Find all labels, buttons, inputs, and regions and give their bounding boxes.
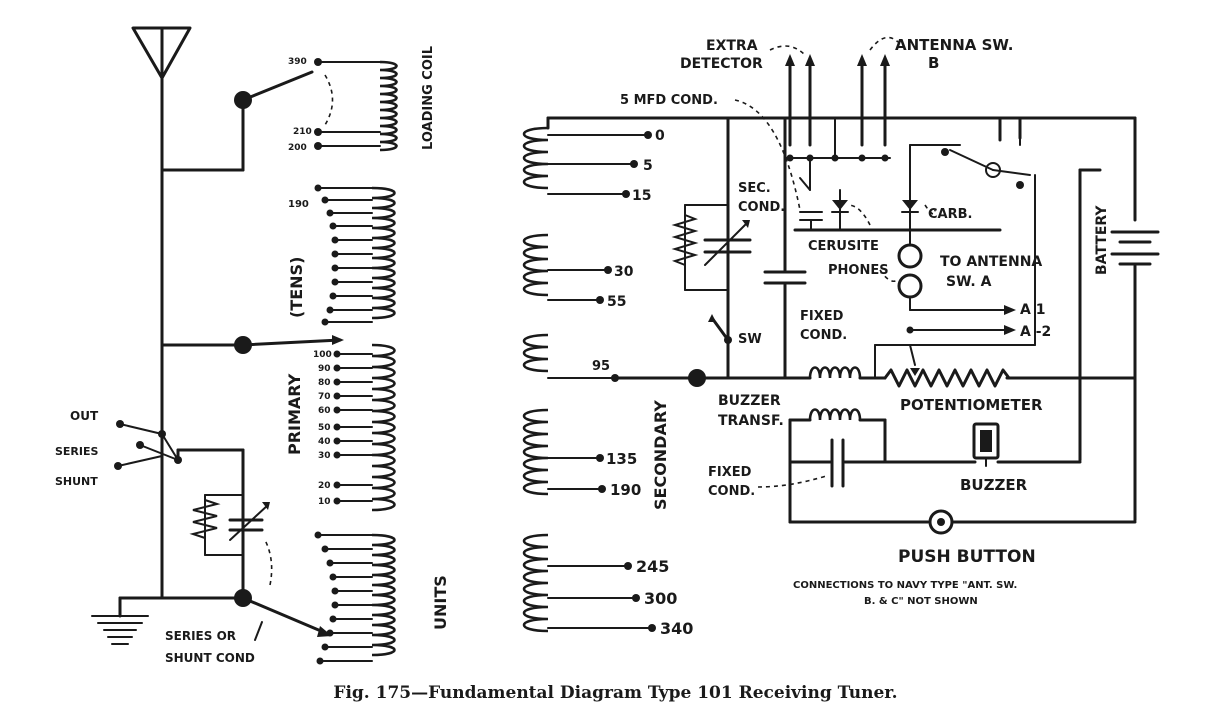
sec-cond-line2: COND.	[738, 200, 785, 215]
push-button-icon	[928, 509, 954, 535]
switch-label-out: OUT	[70, 409, 99, 423]
cerusite-detector-icon	[831, 189, 849, 231]
battery-label: BATTERY	[1094, 205, 1110, 275]
tens-top-tap: 190	[288, 199, 309, 210]
series-shunt-switch	[114, 420, 182, 472]
ground-icon	[91, 596, 164, 645]
secondary-tap-5: 5	[643, 158, 653, 174]
primary-tap-50: 50	[318, 423, 331, 433]
sw-label: SW	[738, 332, 762, 347]
secondary-label: SECONDARY	[651, 400, 670, 510]
primary-tap-70: 70	[318, 392, 331, 402]
switch-label-shunt: SHUNT	[55, 475, 98, 488]
sec-cond-line1: SEC.	[738, 181, 771, 196]
to-antenna-line1: TO ANTENNA	[940, 254, 1042, 270]
secondary-tap-245: 245	[636, 557, 669, 576]
phones-icon	[897, 229, 923, 311]
secondary-taps	[547, 131, 656, 632]
secondary-tap-95: 95	[592, 359, 610, 374]
secondary-tap-190: 190	[610, 481, 641, 499]
loading-tap-390: 390	[288, 57, 307, 67]
primary-taps	[333, 350, 373, 505]
buzzer-transf-primary-icon	[808, 366, 862, 379]
buzzer-icon	[972, 422, 1000, 467]
secondary-tap-30: 30	[614, 264, 634, 280]
fixed-cond1-line2: COND.	[800, 328, 847, 343]
primary-tap-20: 20	[318, 481, 331, 491]
five-mfd-cond: 5 MFD COND.	[620, 93, 718, 108]
units-label: UNITS	[431, 575, 450, 630]
extra-detector-line2: DETECTOR	[680, 56, 763, 72]
sw-switch-icon	[708, 314, 732, 344]
tens-coil-icon	[371, 186, 396, 320]
secondary-tap-135: 135	[606, 450, 637, 468]
tens-label: (TENS)	[287, 257, 306, 318]
loading-coil-icon	[379, 60, 398, 152]
extra-detector-line1: EXTRA	[706, 38, 758, 54]
series-shunt-cond-line2: SHUNT COND	[165, 651, 255, 665]
fixed-cond1-line1: FIXED	[800, 309, 844, 324]
carb-label: CARB.	[928, 207, 972, 222]
secondary-tap-0: 0	[655, 128, 665, 144]
loading-switch-arm	[241, 70, 314, 102]
antenna-sw-b-line2: B	[928, 54, 939, 72]
connections-note-line1: CONNECTIONS TO NAVY TYPE "ANT. SW.	[793, 580, 1017, 591]
battery-icon	[1110, 230, 1160, 266]
primary-tap-80: 80	[318, 378, 331, 388]
secondary-switch-pivot	[688, 369, 706, 387]
primary-tap-30: 30	[318, 451, 331, 461]
primary-tap-60: 60	[318, 406, 331, 416]
buzzer-transf-line1: BUZZER	[718, 393, 781, 409]
antenna-sw-b-leads	[769, 36, 899, 147]
secondary-tap-15: 15	[632, 188, 651, 204]
cerusite-label: CERUSITE	[808, 239, 879, 254]
a1-label: A 1	[1020, 302, 1045, 318]
loading-tap-200: 200	[288, 143, 307, 153]
secondary-tap-340: 340	[660, 619, 693, 638]
fixed-cond2-line1: FIXED	[708, 465, 752, 480]
fixed-cond2-line2: COND.	[708, 484, 755, 499]
battery-switch	[909, 116, 1036, 346]
buzzer-transf-line2: TRANSF.	[718, 413, 784, 429]
units-coil-icon	[371, 533, 396, 657]
antenna-icon	[131, 26, 192, 80]
loading-tap-210: 210	[293, 127, 312, 137]
primary-label: PRIMARY	[285, 373, 304, 455]
tens-taps	[314, 184, 373, 326]
potentiometer-label: POTENTIOMETER	[900, 396, 1043, 414]
connections-note-line2: B. & C" NOT SHOWN	[864, 596, 978, 607]
primary-coil-icon	[371, 343, 396, 512]
sec-resistor-icon	[671, 214, 699, 266]
five-mfd-condenser-icon	[799, 211, 823, 231]
variable-condenser-left-icon	[189, 494, 270, 556]
variable-condenser-sec-icon	[703, 220, 752, 266]
push-button-label: PUSH BUTTON	[898, 547, 1036, 567]
primary-tap-10: 10	[318, 497, 331, 507]
figure-caption: Fig. 175—Fundamental Diagram Type 101 Re…	[333, 683, 898, 703]
series-shunt-cond-line1: SERIES OR	[165, 629, 236, 643]
primary-tap-100: 100	[313, 350, 332, 360]
detector-switch-bar	[784, 117, 891, 191]
buzzer-label: BUZZER	[960, 476, 1028, 494]
potentiometer-icon	[883, 368, 1011, 388]
primary-tap-40: 40	[318, 437, 331, 447]
switch-label-series: SERIES	[55, 445, 99, 458]
to-antenna-line2: SW. A	[946, 274, 992, 290]
fixed-cond2-icon	[830, 438, 845, 488]
primary-tap-90: 90	[318, 364, 331, 374]
secondary-tap-300: 300	[644, 589, 677, 608]
antenna-sw-b-line1: ANTENNA SW.	[895, 36, 1013, 54]
buzzer-transf-secondary-icon	[808, 408, 862, 421]
loading-coil-label: LOADING COIL	[421, 46, 436, 150]
phones-label: PHONES	[828, 263, 889, 278]
units-taps	[314, 531, 373, 665]
secondary-tap-55: 55	[607, 294, 626, 310]
carb-detector-icon	[901, 189, 919, 231]
secondary-coil-icon	[522, 126, 549, 633]
